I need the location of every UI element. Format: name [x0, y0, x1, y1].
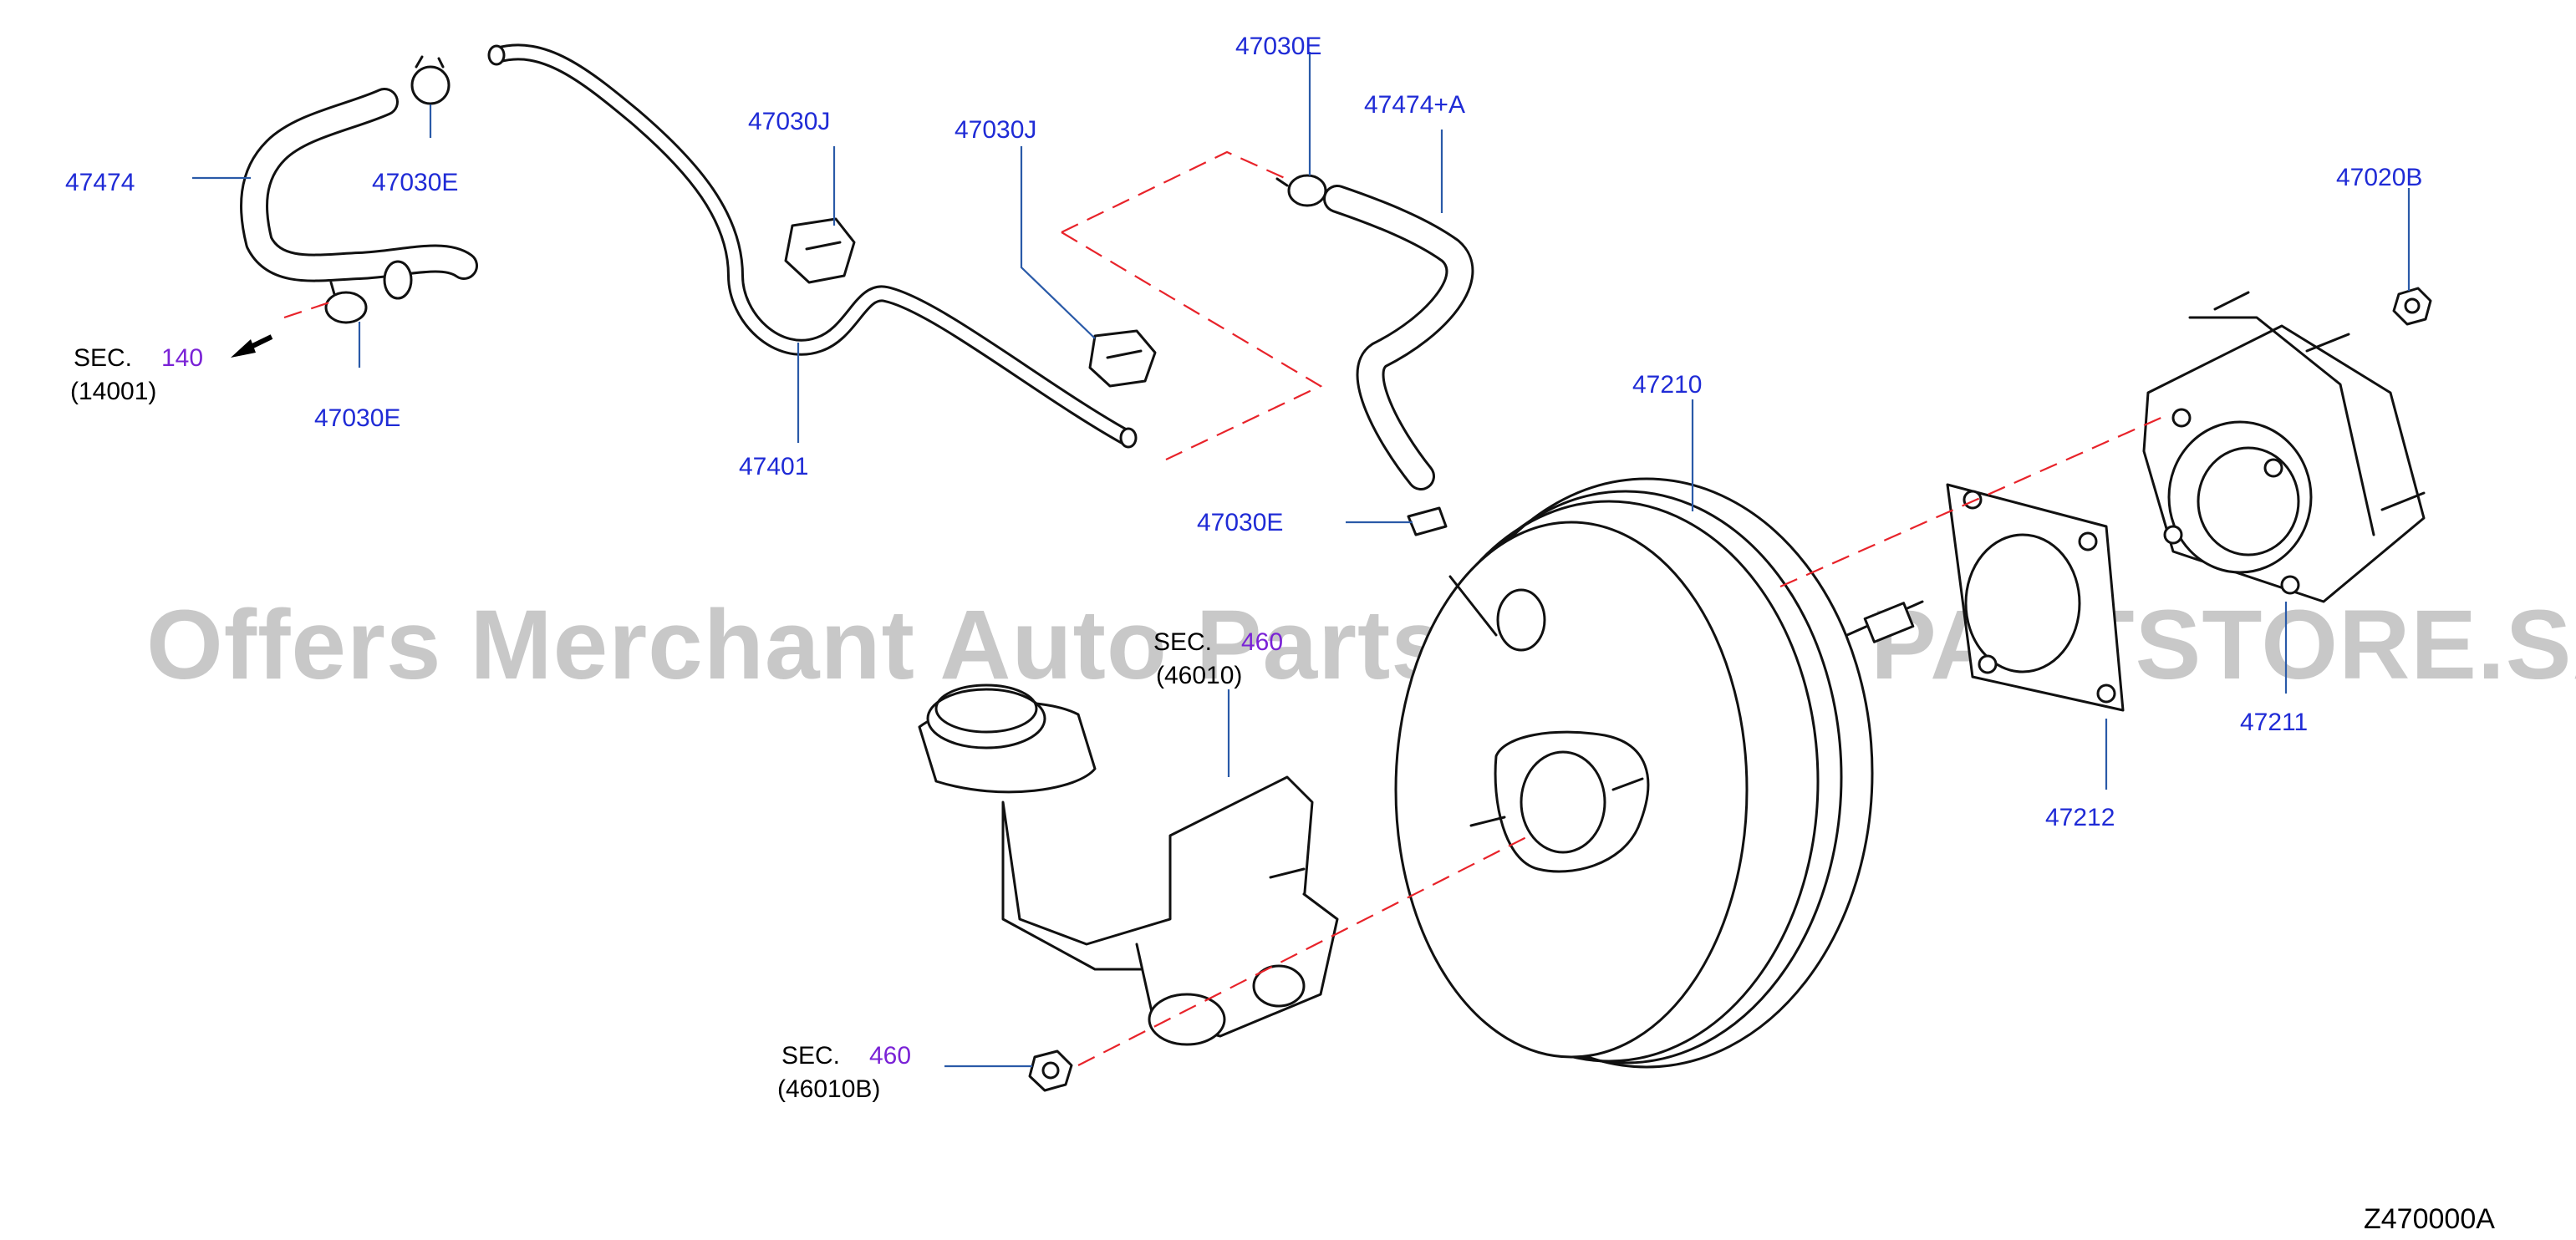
sec-ref-460-sub: (46010): [1156, 662, 1242, 689]
callout-47474[interactable]: 47474: [65, 169, 135, 196]
tube-clip-47030j-right[interactable]: [1088, 329, 1157, 388]
callout-47030j-left[interactable]: 47030J: [748, 108, 830, 135]
callout-47030j-right[interactable]: 47030J: [955, 116, 1036, 144]
callout-47030e-left-bottom[interactable]: 47030E: [314, 404, 400, 432]
hose-clamp-47030e-upper[interactable]: [1275, 174, 1327, 207]
watermark-text: Offers Merchant Auto Parts Catalog PARTS…: [146, 590, 2576, 700]
hose-47474-a[interactable]: [1323, 185, 1474, 490]
sec-ref-140-prefix[interactable]: SEC.: [74, 344, 132, 372]
hose-clamp-47030e-mid[interactable]: [1407, 506, 1448, 536]
sec-ref-460b-number[interactable]: 460: [869, 1042, 911, 1070]
sec-ref-460-number[interactable]: 460: [1241, 628, 1283, 656]
figure-code: Z470000A: [2364, 1203, 2495, 1235]
master-cylinder-46010[interactable]: [918, 684, 1339, 1046]
gasket-47212[interactable]: [1946, 483, 2125, 712]
callout-47212[interactable]: 47212: [2045, 804, 2115, 831]
callout-47474-a[interactable]: 47474+A: [1364, 91, 1465, 119]
booster-spacer-47211[interactable]: [2142, 291, 2426, 603]
arrow-icon: [231, 334, 273, 358]
callout-47030e-upper[interactable]: 47030E: [1235, 33, 1321, 60]
hose-clamp-47030e-left[interactable]: [324, 281, 368, 324]
nut-sec460[interactable]: [1028, 1049, 1073, 1092]
callout-47020b[interactable]: 47020B: [2336, 164, 2422, 191]
sec-ref-460-prefix[interactable]: SEC.: [1153, 628, 1212, 656]
callout-47030e-top[interactable]: 47030E: [372, 169, 458, 196]
vacuum-tube-47401[interactable]: [487, 43, 1138, 449]
sec-ref-140-number[interactable]: 140: [161, 344, 203, 372]
tube-clip-47030j-left[interactable]: [784, 217, 856, 284]
hose-clamp-47030e-top[interactable]: [410, 55, 451, 105]
callout-47210[interactable]: 47210: [1632, 371, 1702, 399]
brake-booster-47210[interactable]: [1394, 477, 1924, 1069]
hose-47474[interactable]: [240, 88, 478, 300]
callout-47401[interactable]: 47401: [739, 453, 808, 480]
sec-ref-460b-prefix[interactable]: SEC.: [781, 1042, 840, 1070]
sec-ref-460b-sub: (46010B): [777, 1075, 880, 1103]
nut-47020b[interactable]: [2392, 287, 2432, 326]
sec-ref-140-sub: (14001): [70, 378, 156, 405]
callout-47030e-mid[interactable]: 47030E: [1197, 509, 1283, 536]
callout-47211[interactable]: 47211: [2240, 709, 2308, 736]
